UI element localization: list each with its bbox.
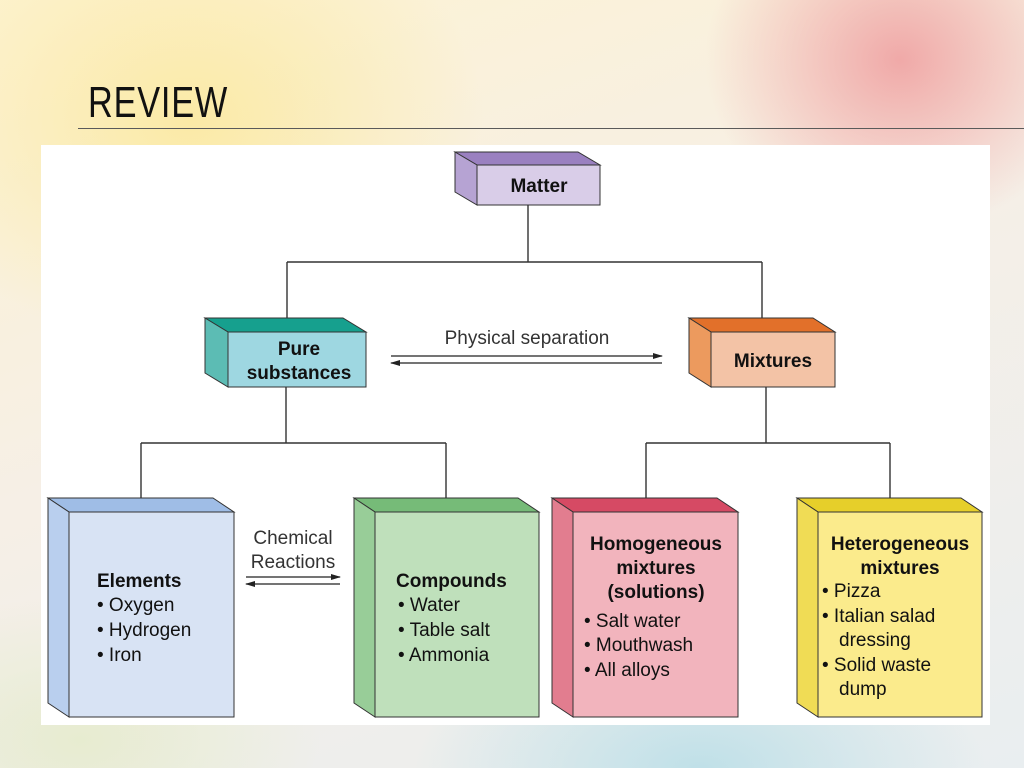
compounds-front-face <box>374 511 540 718</box>
node-heterogeneous-mixtures: Heterogeneous mixtures • Pizza • Italian… <box>795 497 984 718</box>
homogeneous-item: • Mouthwash <box>584 635 693 656</box>
tree-connectors <box>140 205 891 498</box>
physical-separation-connector: Physical separation <box>390 328 663 366</box>
homogeneous-top-face <box>550 497 740 513</box>
node-mixtures: Mixtures <box>687 317 837 388</box>
pure-label-line-1: Pure <box>278 339 320 360</box>
elements-item: • Iron <box>97 645 142 666</box>
elements-top-face <box>46 497 236 513</box>
heterogeneous-side-face <box>796 497 819 718</box>
homogeneous-front-face <box>572 511 739 718</box>
matter-label: Matter <box>510 176 568 197</box>
elements-side-face <box>47 497 70 718</box>
node-compounds: Compounds • Water • Table salt • Ammonia <box>352 497 541 718</box>
heterogeneous-item-continued: dressing <box>839 630 911 651</box>
compounds-item: • Ammonia <box>398 645 490 666</box>
homogeneous-title-line-1: Homogeneous <box>590 534 722 555</box>
homogeneous-title-line-2: mixtures <box>616 558 695 579</box>
slide-title: REVIEW <box>88 78 229 127</box>
chemical-label-line-2: Reactions <box>251 552 336 573</box>
title-divider <box>78 128 1024 129</box>
heterogeneous-item: • Italian salad <box>822 606 935 627</box>
elements-item: • Hydrogen <box>97 620 191 641</box>
matter-front-face <box>476 164 601 206</box>
elements-item: • Oxygen <box>97 595 174 616</box>
classification-diagram: Matter Pure substances Mixtures Physical… <box>46 151 984 718</box>
node-elements: Elements • Oxygen • Hydrogen • Iron <box>46 497 236 718</box>
mixtures-front-face <box>710 331 836 388</box>
compounds-item: • Table salt <box>398 620 491 641</box>
node-matter: Matter <box>453 151 602 206</box>
chemical-label-line-1: Chemical <box>253 528 332 549</box>
pure-front-face <box>227 331 367 388</box>
homogeneous-side-face <box>551 497 574 718</box>
heterogeneous-title-line-2: mixtures <box>860 558 939 579</box>
compounds-top-face <box>352 497 541 513</box>
pure-top-face <box>203 317 368 333</box>
compounds-item: • Water <box>398 595 461 616</box>
connector-pure-branch <box>140 387 447 498</box>
chemical-reactions-connector: Chemical Reactions <box>245 528 341 587</box>
heterogeneous-item: • Solid waste <box>822 655 931 676</box>
homogeneous-item: • Salt water <box>584 611 681 632</box>
heterogeneous-item: • Pizza <box>822 581 881 602</box>
connector-matter-branch <box>286 205 763 318</box>
homogeneous-item: • All alloys <box>584 660 670 681</box>
diagram-panel: Matter Pure substances Mixtures Physical… <box>41 145 990 725</box>
compounds-title: Compounds <box>396 571 507 592</box>
elements-front-face <box>68 511 235 718</box>
heterogeneous-item-continued: dump <box>839 679 887 700</box>
homogeneous-title-line-3: (solutions) <box>607 582 704 603</box>
elements-title: Elements <box>97 571 181 592</box>
connector-mixtures-branch <box>645 387 891 498</box>
compounds-side-face <box>353 497 376 718</box>
physical-separation-label: Physical separation <box>445 328 610 349</box>
heterogeneous-title-line-1: Heterogeneous <box>831 534 969 555</box>
pure-label-line-2: substances <box>247 363 352 384</box>
mixtures-label: Mixtures <box>734 351 812 372</box>
node-homogeneous-mixtures: Homogeneous mixtures (solutions) • Salt … <box>550 497 740 718</box>
mixtures-top-face <box>687 317 837 333</box>
heterogeneous-front-face <box>817 511 983 718</box>
heterogeneous-top-face <box>795 497 984 513</box>
node-pure-substances: Pure substances <box>203 317 368 388</box>
matter-top-face <box>453 151 602 166</box>
